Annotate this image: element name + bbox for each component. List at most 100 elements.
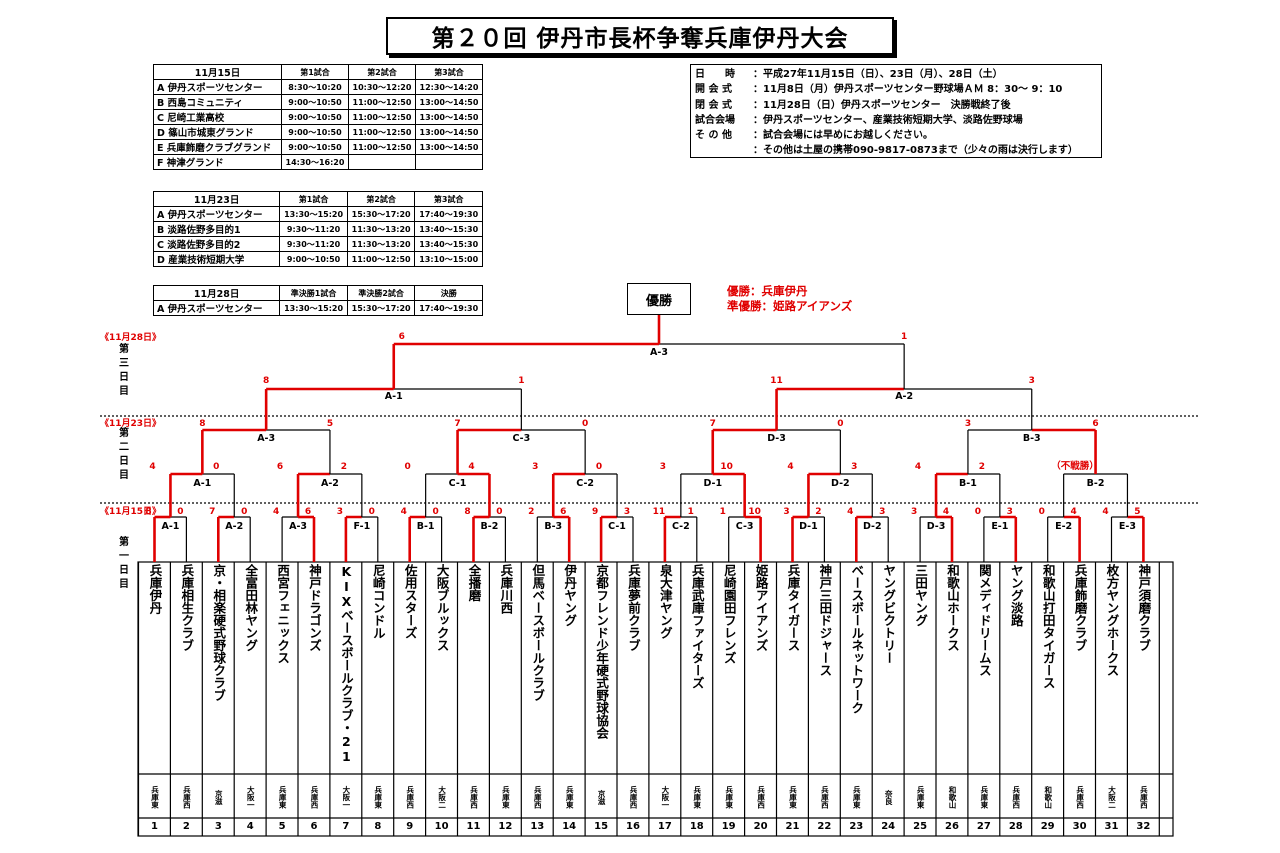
r3-game-label: D-3 [767,433,786,444]
r2-score: 4 [915,462,921,472]
team-number: 14 [562,821,577,832]
team-league: 兵庫東 [852,785,862,809]
team-number: 32 [1136,821,1151,832]
r1-score: 1 [720,507,726,517]
day-label-char: 日 [119,564,129,576]
r1-game-label: D-2 [863,521,882,532]
time-cell: 17:40～19:30 [414,300,483,316]
r2-game-label: C-2 [576,478,594,489]
team-league: 兵庫東 [724,785,734,809]
team-number: 19 [721,821,736,832]
team-number: 23 [849,821,864,832]
r1-score: 3 [1007,507,1013,517]
team-league: 兵庫東 [979,785,989,809]
info-key: 日 時 [695,69,735,80]
r4-score: 1 [518,376,524,386]
team-name: 三田ヤング [913,564,929,627]
r2-score: 0 [213,462,219,472]
final-score: 1 [901,332,907,342]
day-label-char: 第 [119,426,129,439]
r2-game-label: A-2 [321,478,339,489]
r2-game-label: D-1 [703,478,722,489]
r1-game-label: E-2 [1055,521,1072,532]
r2-score: 0 [596,462,602,472]
info-key: そ の 他 [695,130,732,142]
team-number: 12 [498,821,513,832]
r1-score: 0 [496,507,502,517]
r1-game-label: E-3 [1119,521,1136,532]
r1-game-label: D-3 [927,521,946,532]
team-number: 24 [881,821,896,832]
team-number: 1 [151,821,158,832]
team-name: ヤング淡路 [1008,564,1024,627]
r1-score: 0 [177,507,183,517]
team-league: 奈良 [884,789,894,805]
team-league: 兵庫東 [788,785,798,809]
r1-score: 11 [653,507,666,517]
runnerup-text: 準優勝：姫路アイアンズ [727,299,853,313]
r3-score: 3 [965,419,971,429]
team-league: 兵庫東 [373,785,383,809]
team-league: 兵庫西 [1139,785,1149,809]
day-label-char: 目 [119,469,129,481]
r1-score: 4 [847,507,853,517]
team-name: 兵庫相生クラブ [179,564,195,652]
r2-game-label: B-1 [959,478,977,489]
team-name: 神戸ドラゴンズ [307,564,322,652]
team-name: 京都フレンド少年硬式野球協会 [594,564,610,739]
final-game-label: A-3 [650,347,668,358]
r1-game-label: D-1 [799,521,818,532]
team-name: 神戸須磨クラブ [1136,564,1152,652]
r4-game-label: A-1 [385,391,403,402]
r3-score: 5 [327,419,333,429]
day-label-char: 目 [119,578,129,590]
r1-score: 6 [560,507,566,517]
team-number: 9 [406,821,414,832]
r1-game-label: A-2 [225,521,243,532]
team-number: 8 [374,821,382,832]
team-number: 17 [657,821,672,832]
info-value: ：11月8日（月）伊丹スポーツセンター野球場ＡＭ 8：30～ 9：10 [753,84,1063,96]
team-league: 兵庫東 [692,785,702,809]
team-league: 兵庫西 [182,785,192,809]
r1-game-label: C-2 [672,521,690,532]
day-date-label: 《11月15日》 [100,506,161,517]
day-label-char: 目 [119,385,129,397]
team-league: 兵庫東 [565,785,575,809]
team-number: 20 [753,821,768,832]
team-league: 大阪一 [660,785,670,809]
team-league: 和歌山 [1043,785,1053,809]
r3-game-label: A-3 [257,433,275,444]
day-date-label: 《11月28日》 [100,332,161,343]
r1-score: 3 [337,507,343,517]
r2-score: 3 [851,462,857,472]
bye-note: （不戦勝） [1051,460,1099,472]
day-label-char: 第 [119,535,129,548]
r1-score: 4 [943,507,949,517]
team-league: 兵庫西 [1011,785,1021,809]
team-number: 3 [214,821,222,832]
team-name: 兵庫川西 [498,564,514,614]
team-name: 尼崎園田フレンズ [721,564,737,664]
team-number: 31 [1104,821,1119,832]
team-name: 但馬ベースボールクラブ [530,564,546,702]
r2-score: 6 [277,462,283,472]
r1-game-label: E-1 [991,521,1008,532]
day-label-char: 日 [119,455,129,467]
info-row: 開 会 式：11月8日（月）伊丹スポーツセンター野球場ＡＭ 8：30～ 9：10 [695,82,1101,97]
team-league: 大阪二 [437,785,447,809]
r1-score: 6 [305,507,311,517]
r3-score: 7 [454,419,460,429]
info-row: 試合会場：伊丹スポーツセンター、産業技術短期大学、淡路佐野球場 [695,113,1101,128]
team-name: 関メディドリームス [976,564,992,677]
r1-score: 0 [432,507,438,517]
r1-score: 5 [1134,507,1140,517]
team-name: 佐用スターズ [402,564,418,639]
team-name: 枚方ヤングホークス [1104,564,1120,677]
